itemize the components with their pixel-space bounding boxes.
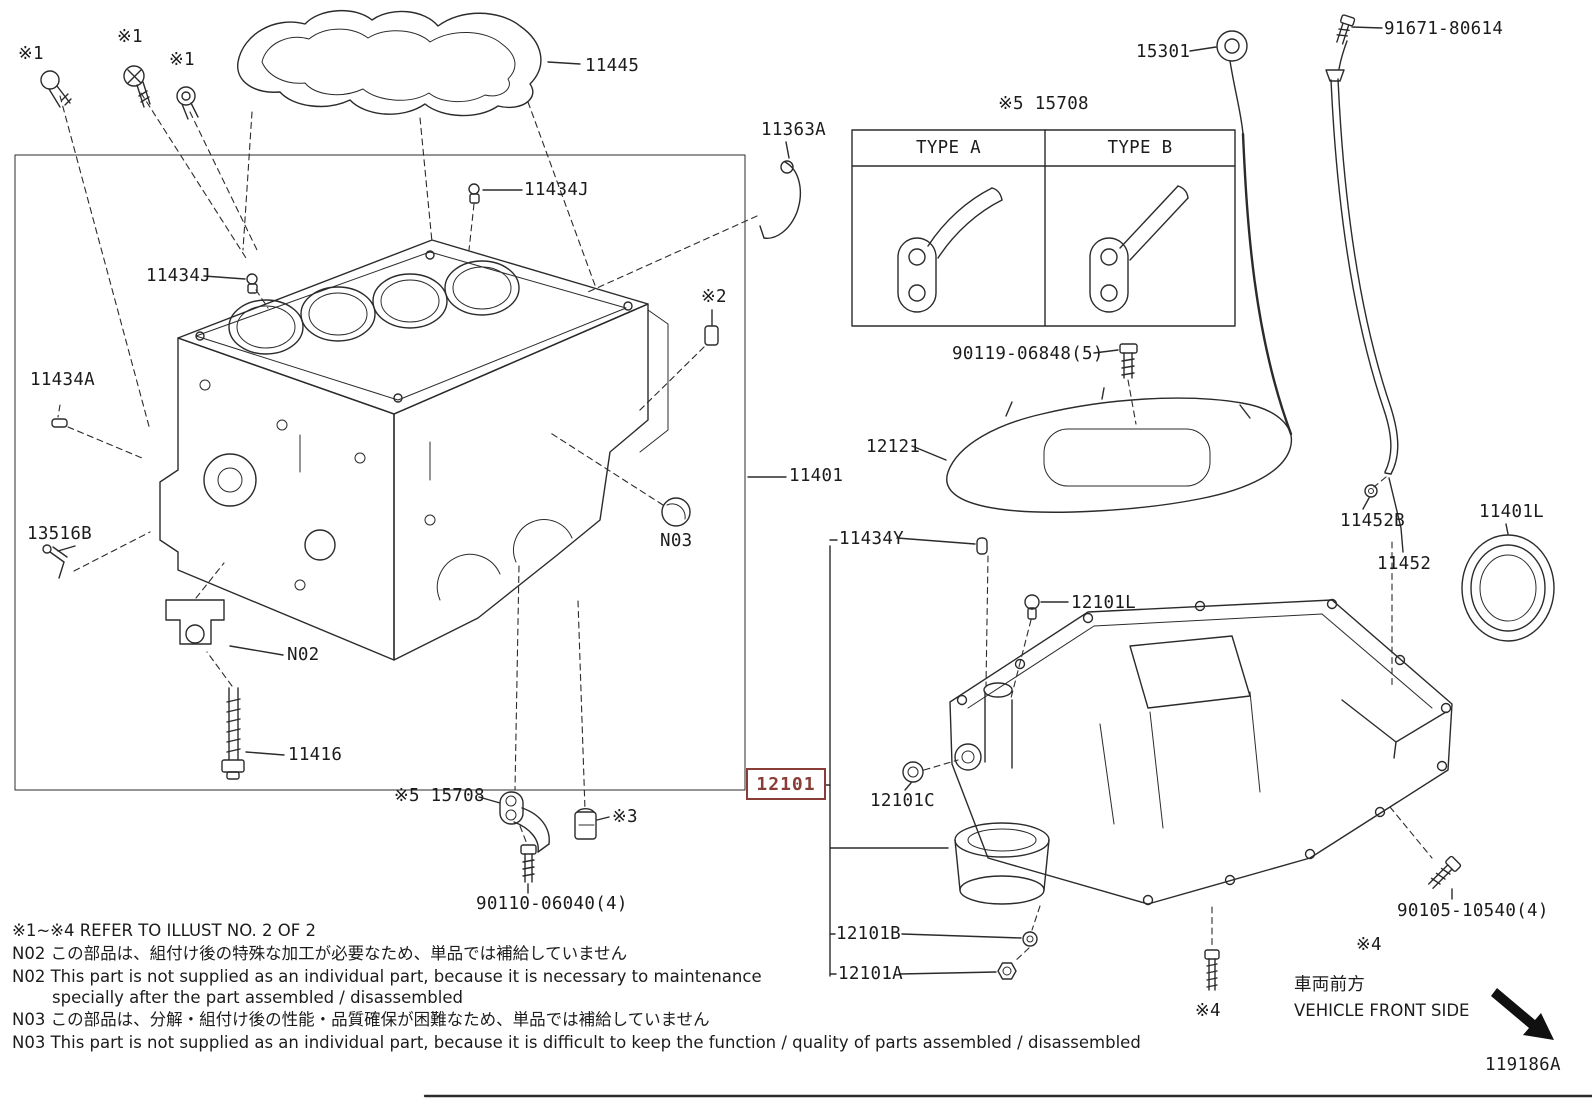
jet-13516B-art [42,544,68,579]
plug-N03-art [661,497,691,527]
marker-star1-a: ※1 [18,44,44,64]
cap-N02-art [165,599,225,645]
marker-star1-c: ※1 [169,50,195,70]
marker-star1-b: ※1 [117,27,143,47]
nozzle-type-a-art [897,187,1003,313]
callout-12101C[interactable]: 12101C [870,791,936,811]
nozzle-type-b-art [1089,185,1189,313]
oil-pan-12101-art [949,598,1453,906]
note-n03-jp: N03 この部品は、分解・組付け後の性能・品質確保が困難なため、単品では補給して… [12,1010,710,1029]
bolt-star1-art [123,65,151,108]
callout-11434J-left[interactable]: 11434J [146,266,212,286]
pin-11434A-art [51,418,68,428]
callout-11401[interactable]: 11401 [789,466,844,486]
dipstick-15301-art [1216,30,1293,436]
note-n02-en: N02 This part is not supplied as an indi… [12,967,762,986]
note-n02-en-cont: specially after the part assembled / dis… [52,988,463,1007]
marker-star4-a: ※4 [1356,935,1382,955]
cylinder-block-art [159,239,669,661]
note-refer: ※1~※4 REFER TO ILLUST NO. 2 OF 2 [12,921,316,940]
vehicle-front-arrow-icon [1491,988,1554,1040]
marker-star4-b: ※4 [1195,1001,1221,1021]
callout-12101B[interactable]: 12101B [836,924,902,944]
table-header-type-b: TYPE B [1107,138,1173,158]
callout-N03[interactable]: N03 [660,531,693,551]
drain-plug-12101A-art [997,962,1017,980]
callout-15708-bottom[interactable]: ※5 15708 [394,786,485,806]
ring-11452B-art [1364,484,1378,498]
callout-11401L[interactable]: 11401L [1479,502,1545,522]
oring-12101C-art [902,761,924,783]
callout-11416[interactable]: 11416 [288,745,343,765]
plug-star2-art [704,325,719,346]
table-header-type-a: TYPE A [915,138,981,158]
vehicle-front-label-jp: 車両前方 [1294,975,1366,995]
callout-11452[interactable]: 11452 [1377,554,1432,574]
pin-11434Y-art [976,537,988,555]
vehicle-front-label-en: VEHICLE FRONT SIDE [1294,1001,1470,1020]
note-n02-jp: N02 この部品は、組付け後の特殊な加工が必要なため、単品では補給していません [12,944,628,963]
marker-star2: ※2 [701,287,727,307]
callout-12101-selected[interactable]: 12101 [746,768,826,800]
table-title-15708[interactable]: ※5 15708 [998,94,1089,114]
callout-11434A[interactable]: 11434A [30,370,96,390]
bracket-12101-lines [825,539,949,977]
callout-11363A[interactable]: 11363A [761,120,827,140]
marker-star3: ※3 [612,807,638,827]
stud-11434J-left-art [246,273,258,294]
type-table-art [851,129,1236,327]
callout-12101A[interactable]: 12101A [838,964,904,984]
plate-12121-art [946,387,1293,513]
callout-11452B[interactable]: 11452B [1340,511,1406,531]
seal-11401L-art [1461,534,1555,642]
doc-code: 119186A [1485,1055,1561,1075]
nozzle-15708-bottom-art [499,791,550,853]
gasket-12101B-art [1022,931,1038,947]
bracket-11363A-art [759,160,801,239]
bolt-star4-art [1204,949,1220,991]
callout-90119[interactable]: 90119-06848(5) [952,344,1104,364]
bolt-90119-art [1119,343,1138,379]
callout-12121[interactable]: 12121 [866,437,921,457]
plug-12101L-art [1024,594,1040,620]
callout-15301[interactable]: 15301 [1136,42,1191,62]
callout-11445[interactable]: 11445 [585,56,640,76]
assembly-dash-lines [57,92,1433,963]
note-n03-en: N03 This part is not supplied as an indi… [12,1033,1141,1052]
bolt-90105-art [1428,855,1462,889]
bolt-91671-art [1336,14,1356,45]
valve-star3-art [574,807,597,840]
callout-90105[interactable]: 90105-10540(4) [1397,901,1549,921]
block-assembly-frame [14,154,746,791]
cover-11445-art [237,9,542,117]
callout-11434J-top[interactable]: 11434J [524,180,590,200]
callout-N02[interactable]: N02 [287,645,320,665]
callout-12101L[interactable]: 12101L [1071,593,1137,613]
leader-lines [57,26,1509,975]
grommet-star1-art [176,86,199,120]
stud-11416-art [221,687,245,780]
callout-90110[interactable]: 90110-06040(4) [476,894,628,914]
stud-11434J-top-art [468,183,480,204]
callout-13516B[interactable]: 13516B [27,524,93,544]
guide-tube-11452-art [1325,40,1399,475]
callout-11434Y[interactable]: 11434Y [839,529,905,549]
sensor-star1-art [40,70,72,108]
callout-91671[interactable]: 91671-80614 [1384,19,1504,39]
bolt-90110-art [520,844,537,883]
